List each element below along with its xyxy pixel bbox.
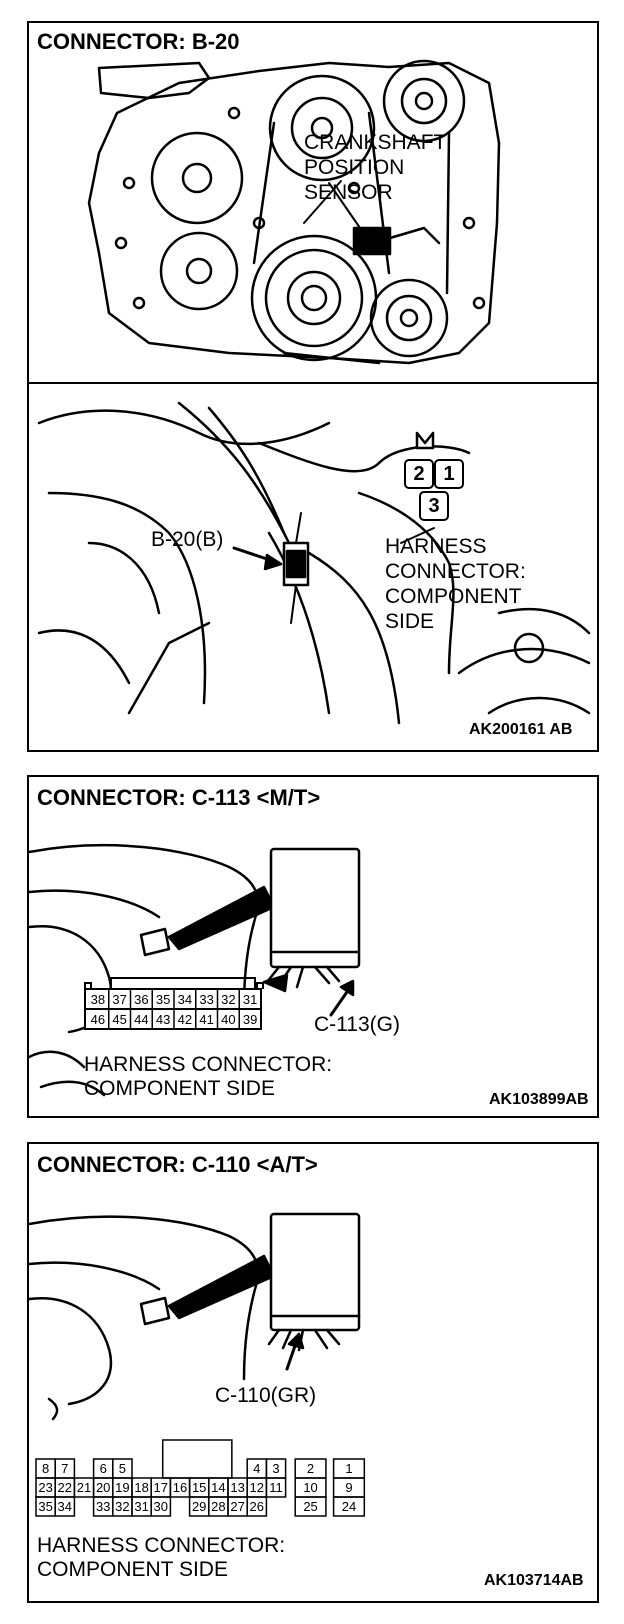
pin-cell: 34 bbox=[177, 992, 193, 1007]
pin-cell: 12 bbox=[249, 1480, 265, 1495]
side-label-line-4: SIDE bbox=[385, 610, 435, 633]
pin-cell: 38 bbox=[90, 992, 106, 1007]
pin-cell: 25 bbox=[303, 1499, 318, 1514]
side-label-line-1: HARNESS CONNECTOR: bbox=[37, 1534, 286, 1557]
panel-b20: CONNECTOR: B-20 CRANKSHAFT POSITION SENS… bbox=[27, 21, 599, 752]
side-label-line-2: CONNECTOR: bbox=[385, 560, 526, 583]
pin-cell: 13 bbox=[230, 1480, 245, 1495]
pin-cell: 37 bbox=[112, 992, 127, 1007]
pin-cell: 34 bbox=[57, 1499, 73, 1514]
figure-code: AK103899AB bbox=[489, 1091, 589, 1108]
pin-cell: 41 bbox=[199, 1012, 214, 1027]
pin-cell: 28 bbox=[211, 1499, 226, 1514]
pin-cell: 33 bbox=[95, 1499, 111, 1514]
pin-cell: 7 bbox=[61, 1461, 69, 1476]
pin-cell: 11 bbox=[269, 1480, 283, 1495]
pin-2: 2 bbox=[404, 459, 434, 489]
pin-cell: 43 bbox=[155, 1012, 171, 1027]
connector-callout: C-110(GR) bbox=[215, 1384, 317, 1407]
figure-code: AK200161 AB bbox=[469, 721, 573, 738]
pin-cell: 4 bbox=[253, 1461, 261, 1476]
pin-cell: 15 bbox=[191, 1480, 207, 1495]
pin-cell: 29 bbox=[191, 1499, 207, 1514]
pin-3: 3 bbox=[419, 491, 449, 521]
pin-cell: 39 bbox=[242, 1012, 258, 1027]
pin-cell: 23 bbox=[38, 1480, 53, 1495]
pin-cell: 2 bbox=[306, 1461, 315, 1476]
pin-cell: 46 bbox=[90, 1012, 106, 1027]
sensor-label-line-3: SENSOR bbox=[304, 181, 393, 204]
dashboard-illustration bbox=[29, 843, 361, 1097]
sensor-label-line-1: CRANKSHAFT bbox=[304, 131, 447, 154]
pin-cell: 35 bbox=[38, 1499, 53, 1514]
pin-cell: 27 bbox=[230, 1499, 245, 1514]
side-label-line-3: COMPONENT bbox=[385, 585, 522, 608]
pin-cell: 44 bbox=[134, 1012, 149, 1027]
pin-cell: 30 bbox=[153, 1499, 169, 1514]
pin-cell: 14 bbox=[211, 1480, 226, 1495]
pin-cell: 1 bbox=[345, 1461, 353, 1476]
pin-cell: 21 bbox=[76, 1480, 92, 1495]
connector-callout: C-113(G) bbox=[314, 1013, 400, 1036]
dashboard-illustration bbox=[29, 1212, 366, 1517]
pin-cell: 6 bbox=[99, 1461, 107, 1476]
side-label-line-2: COMPONENT SIDE bbox=[37, 1558, 228, 1581]
sensor-label-line-2: POSITION bbox=[304, 156, 405, 179]
figure-code: AK103714AB bbox=[484, 1572, 584, 1589]
pin-1: 1 bbox=[434, 459, 464, 489]
pin-cell: 40 bbox=[221, 1012, 236, 1027]
pin-cell: 36 bbox=[134, 992, 149, 1007]
pin-cell: 42 bbox=[177, 1012, 193, 1027]
pin-cell: 32 bbox=[115, 1499, 130, 1514]
pin-cell: 45 bbox=[112, 1012, 127, 1027]
pin-cell: 9 bbox=[345, 1480, 353, 1495]
panel-title: CONNECTOR: B-20 bbox=[37, 29, 240, 54]
pin-cell: 26 bbox=[249, 1499, 265, 1514]
pin-cell: 17 bbox=[153, 1480, 169, 1495]
pin-cell: 19 bbox=[115, 1480, 130, 1495]
connector-callout: B-20(B) bbox=[151, 528, 224, 551]
panel-title: CONNECTOR: C-113 <M/T> bbox=[37, 785, 321, 810]
pin-cell: 20 bbox=[95, 1480, 111, 1495]
engine-illustration bbox=[29, 59, 597, 725]
side-label-line-2: COMPONENT SIDE bbox=[84, 1077, 275, 1100]
side-label-line-1: HARNESS CONNECTOR: bbox=[84, 1053, 333, 1076]
pin-cell: 31 bbox=[242, 992, 258, 1007]
pin-cell: 8 bbox=[41, 1461, 50, 1476]
panel-title: CONNECTOR: C-110 <A/T> bbox=[37, 1152, 318, 1177]
side-label-line-1: HARNESS bbox=[385, 535, 487, 558]
pin-cell: 33 bbox=[199, 992, 214, 1007]
pin-cell: 16 bbox=[172, 1480, 188, 1495]
pin-cell: 22 bbox=[57, 1480, 73, 1495]
pin-cell: 24 bbox=[341, 1499, 357, 1514]
pin-cell: 31 bbox=[134, 1499, 149, 1514]
pin-cell: 35 bbox=[155, 992, 171, 1007]
pin-cell: 10 bbox=[303, 1480, 318, 1495]
pin-cell: 32 bbox=[221, 992, 236, 1007]
pin-cell: 3 bbox=[272, 1461, 280, 1476]
pin-cell: 5 bbox=[118, 1461, 126, 1476]
pin-cell: 18 bbox=[134, 1480, 149, 1495]
